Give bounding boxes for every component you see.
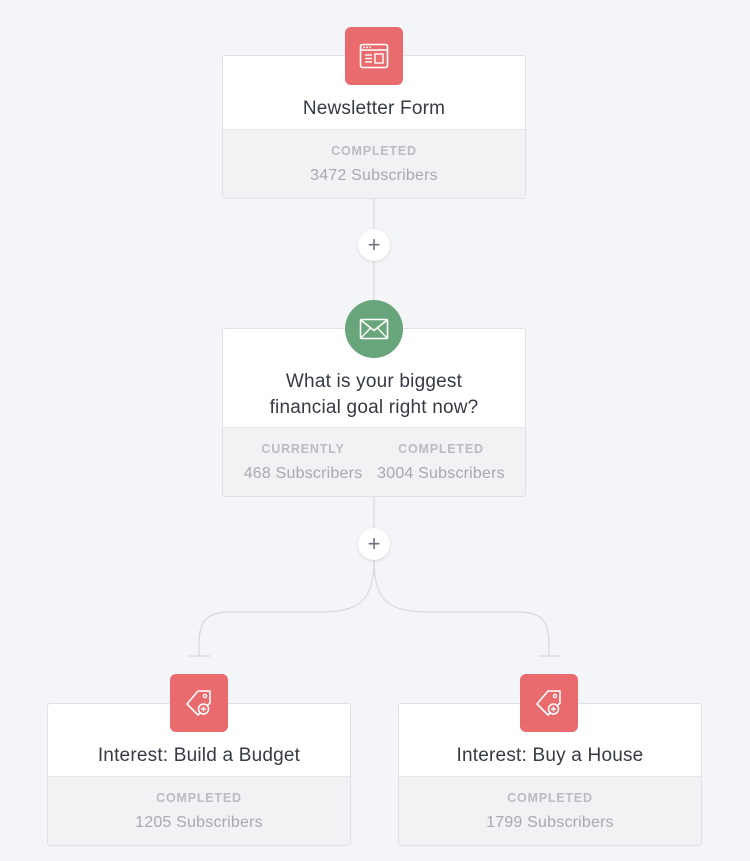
form-step-stats: COMPLETED 3472 Subscribers: [223, 129, 525, 198]
email-step-title-line1: What is your biggest: [285, 371, 463, 392]
stat-currently: CURRENTLY 468 Subscribers: [233, 428, 373, 496]
stat-value: 3472 Subscribers: [310, 167, 438, 184]
stat-value: 468 Subscribers: [243, 465, 363, 482]
form-step-title: Newsletter Form: [302, 98, 446, 119]
stat-value: 1205 Subscribers: [135, 814, 263, 831]
stat-value: 1799 Subscribers: [486, 814, 614, 831]
branch-connector-right: [373, 559, 550, 656]
stat-value: 3004 Subscribers: [377, 465, 505, 482]
stat-label: COMPLETED: [398, 442, 484, 456]
stat-label: COMPLETED: [331, 144, 417, 158]
stat-label: COMPLETED: [156, 791, 242, 805]
browser-form-icon: [359, 43, 389, 69]
envelope-icon: [359, 318, 389, 340]
email-step-title: What is your biggest financial goal righ…: [223, 369, 525, 421]
tag-add-icon: [186, 690, 211, 716]
tag-house-badge: [520, 674, 578, 732]
tag-budget-badge: [170, 674, 228, 732]
tag-house-stats: COMPLETED 1799 Subscribers: [399, 776, 701, 845]
email-step-badge: [345, 300, 403, 358]
stat-completed: COMPLETED 3004 Subscribers: [371, 428, 511, 496]
add-step-button[interactable]: +: [358, 229, 390, 261]
tag-house-title: Interest: Buy a House: [456, 745, 644, 766]
stat-label: COMPLETED: [507, 791, 593, 805]
tag-add-icon: [536, 690, 561, 716]
add-step-button[interactable]: +: [358, 528, 390, 560]
stat-completed: COMPLETED 3472 Subscribers: [223, 130, 525, 198]
form-step-card[interactable]: Newsletter Form COMPLETED 3472 Subscribe…: [222, 55, 526, 199]
stat-label: CURRENTLY: [261, 442, 345, 456]
stat-completed: COMPLETED 1799 Subscribers: [399, 777, 701, 845]
branch-connector-left: [198, 559, 375, 656]
form-step-badge: [345, 27, 403, 85]
email-step-title-line2: financial goal right now?: [269, 397, 479, 418]
tag-house-card[interactable]: Interest: Buy a House COMPLETED 1799 Sub…: [398, 703, 702, 846]
tag-budget-stats: COMPLETED 1205 Subscribers: [48, 776, 350, 845]
email-step-stats: CURRENTLY 468 Subscribers COMPLETED 3004…: [223, 427, 525, 496]
tag-budget-title: Interest: Build a Budget: [97, 745, 301, 766]
stat-completed: COMPLETED 1205 Subscribers: [48, 777, 350, 845]
